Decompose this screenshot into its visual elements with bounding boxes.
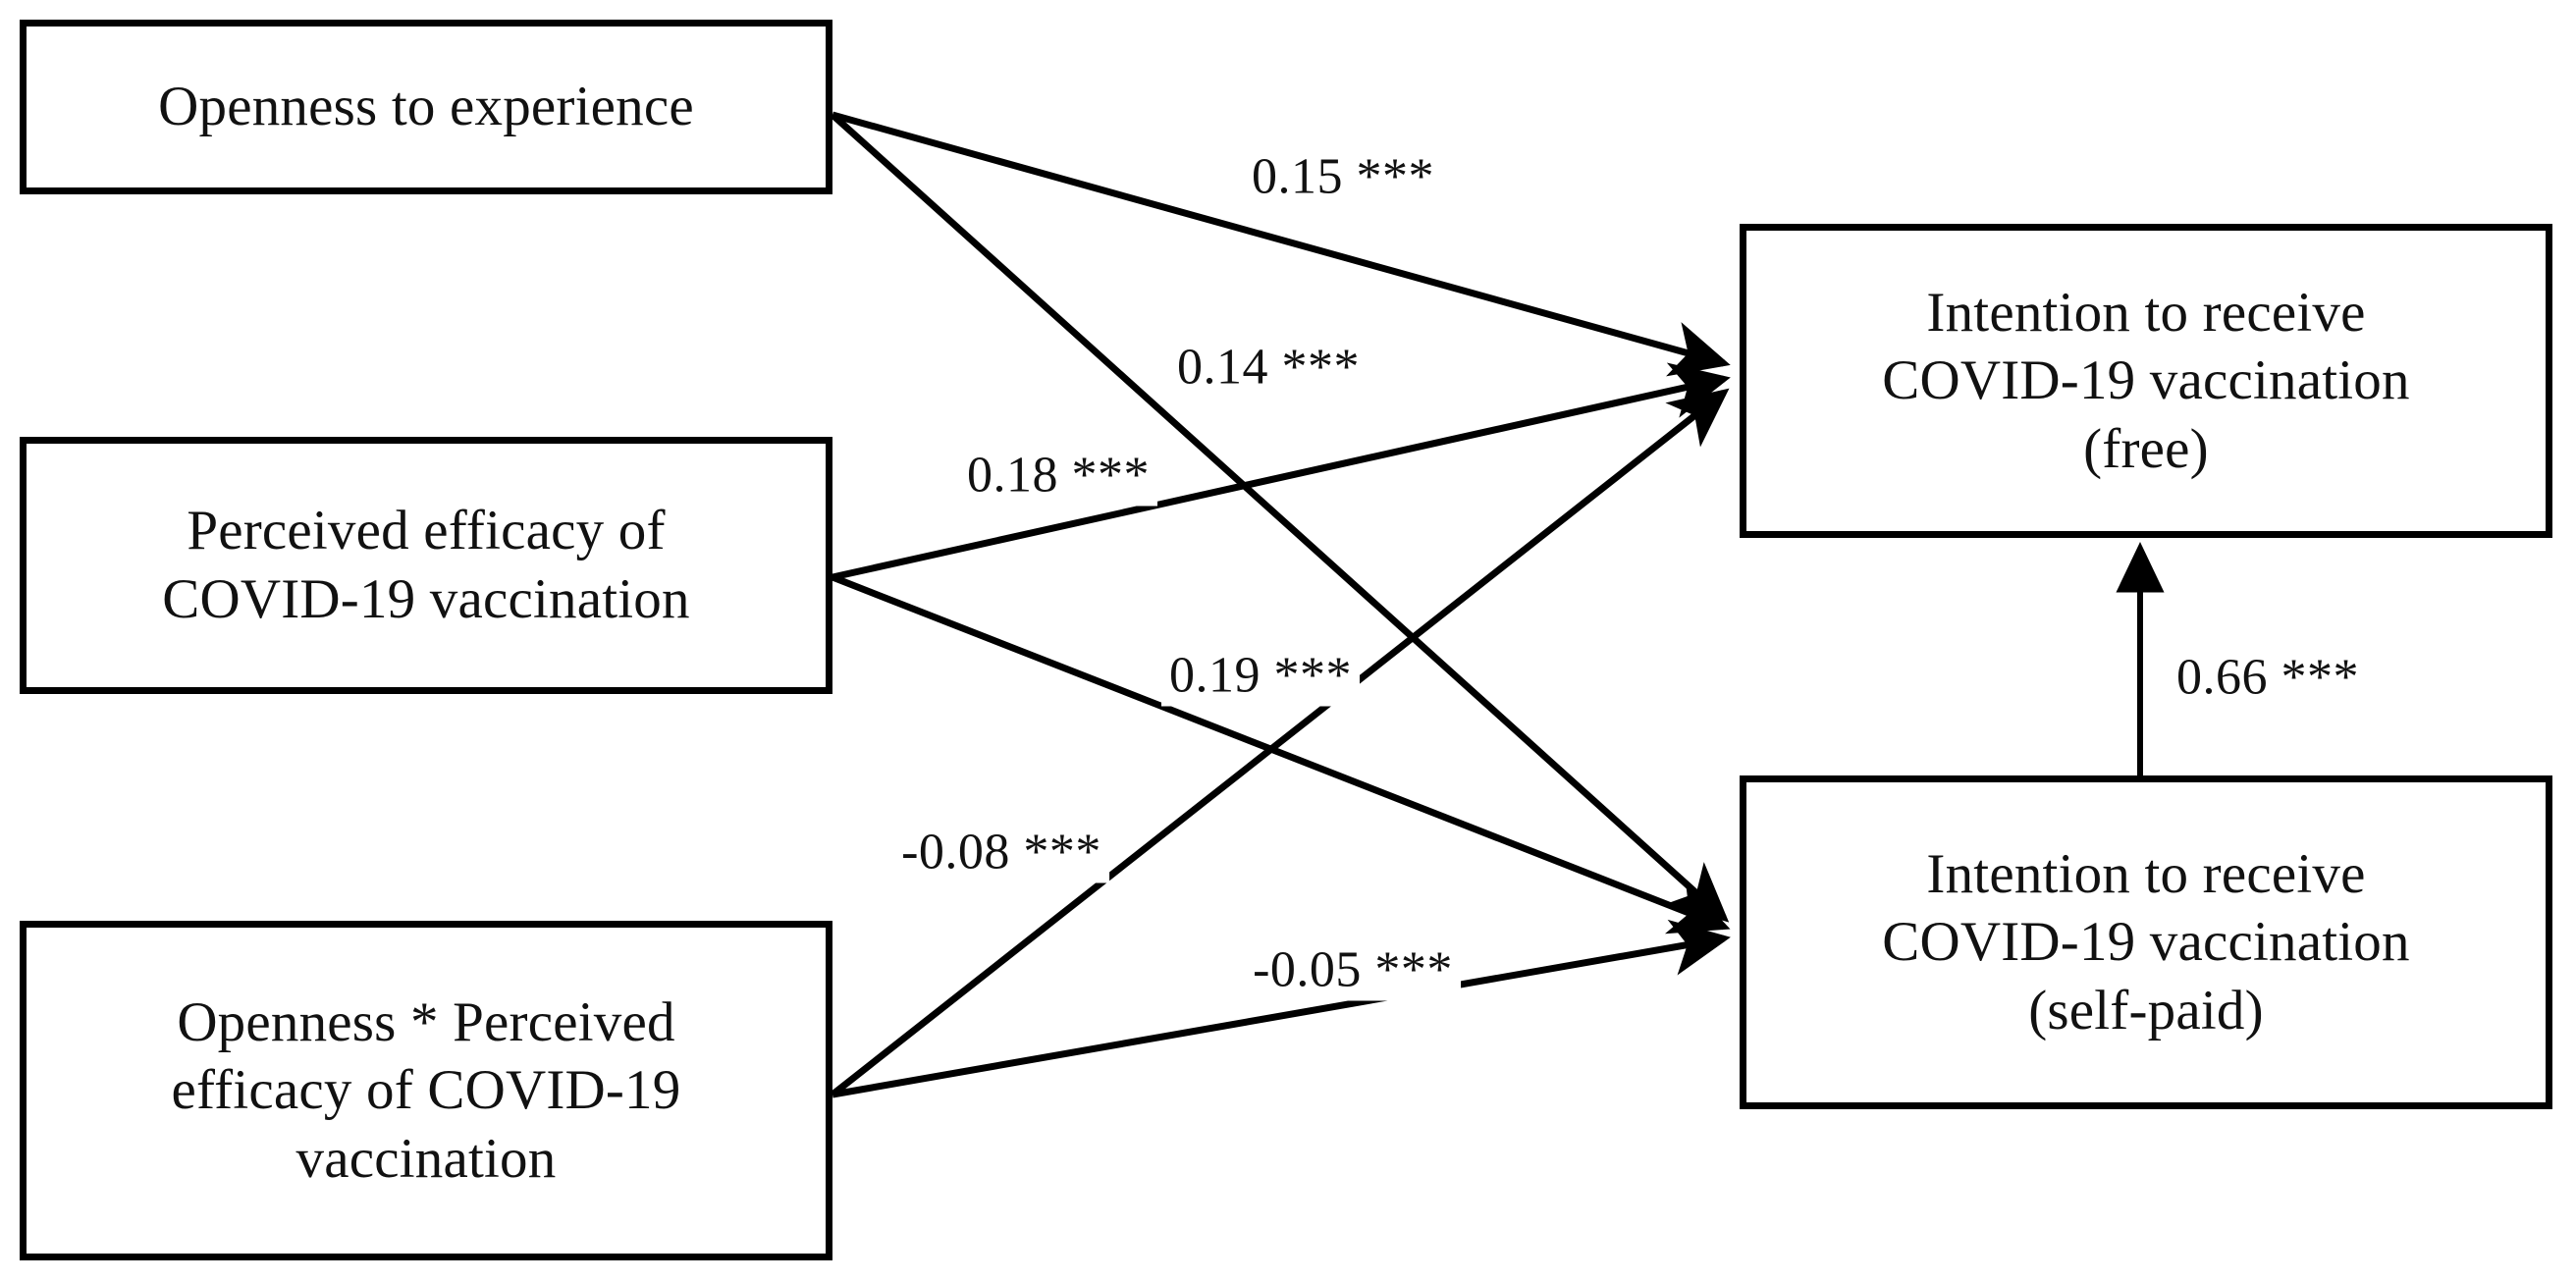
path-line-openness-to-free <box>832 111 1731 377</box>
path-label-openness-to-paid: 0.14 *** <box>1169 336 1368 399</box>
path-label-interaction-to-free: -0.08 *** <box>893 821 1109 883</box>
path-label-interaction-to-paid: -0.05 *** <box>1245 938 1461 1001</box>
node-perceived-efficacy[interactable]: Perceived efficacy of COVID-19 vaccinati… <box>20 437 832 694</box>
node-intention-free-label: Intention to receive COVID-19 vaccinatio… <box>1882 281 2410 480</box>
node-openness-efficacy-interaction[interactable]: Openness * Perceived efficacy of COVID-1… <box>20 921 832 1260</box>
path-line-interaction-to-free <box>830 388 1730 1097</box>
node-intention-self-paid-label: Intention to receive COVID-19 vaccinatio… <box>1882 842 2410 1042</box>
node-intention-free[interactable]: Intention to receive COVID-19 vaccinatio… <box>1740 224 2552 538</box>
path-label-efficacy-to-free: 0.18 *** <box>959 444 1157 507</box>
path-line-efficacy-to-paid <box>831 573 1731 935</box>
path-label-efficacy-to-paid: 0.19 *** <box>1161 644 1360 707</box>
node-openness-label: Openness to experience <box>158 76 694 138</box>
path-label-openness-to-free: 0.15 *** <box>1244 145 1442 208</box>
path-label-free-paid-covariance: 0.66 *** <box>2169 646 2367 709</box>
node-intention-self-paid[interactable]: Intention to receive COVID-19 vaccinatio… <box>1740 775 2552 1109</box>
path-line-efficacy-to-free <box>832 362 1731 581</box>
node-efficacy-label: Perceived efficacy of COVID-19 vaccinati… <box>162 500 690 630</box>
node-interaction-label: Openness * Perceived efficacy of COVID-1… <box>171 990 681 1190</box>
path-line-openness-to-paid <box>830 112 1730 923</box>
node-openness-to-experience[interactable]: Openness to experience <box>20 20 832 194</box>
path-line-interaction-to-paid <box>832 919 1731 1098</box>
